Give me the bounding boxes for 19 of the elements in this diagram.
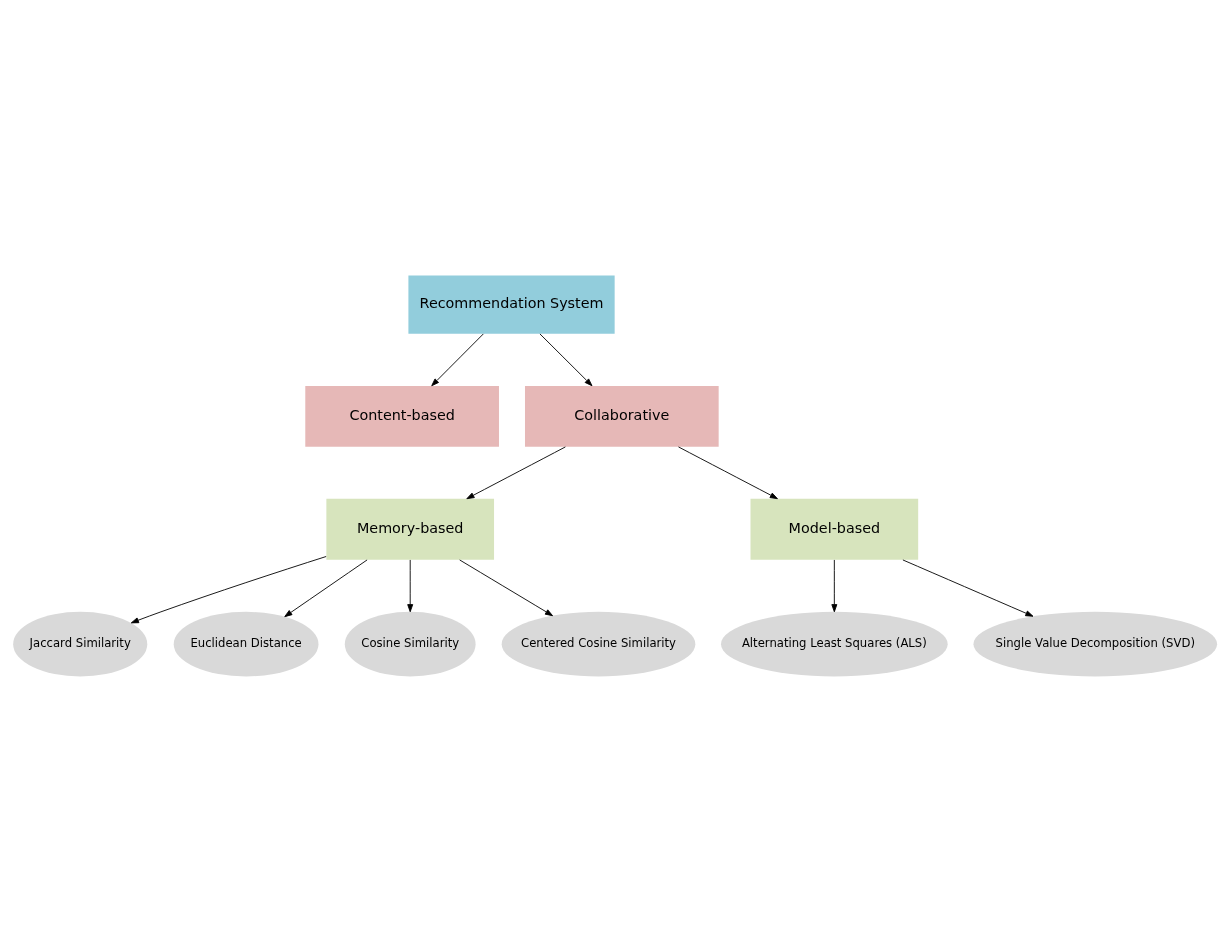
node-box: Memory-based <box>326 498 495 560</box>
arrow <box>284 559 368 617</box>
arrow <box>407 559 414 612</box>
arrow <box>539 332 593 386</box>
node-ellipse: Cosine Similarity <box>344 611 476 676</box>
arrow <box>466 445 566 499</box>
arrow <box>902 559 1034 617</box>
arrow <box>130 555 327 623</box>
node-box: Content-based <box>305 385 499 447</box>
arrow <box>431 332 484 386</box>
node-ellipse: Centered Cosine Similarity <box>501 611 696 676</box>
arrow <box>459 559 554 616</box>
node-box: Recommendation System <box>408 275 615 334</box>
node-ellipse: Jaccard Similarity <box>13 611 148 676</box>
node-box: Model-based <box>750 498 919 560</box>
node-box: Collaborative <box>525 385 719 447</box>
arrow <box>831 559 838 612</box>
arrow <box>678 445 778 499</box>
node-ellipse: Alternating Least Squares (ALS) <box>721 611 948 676</box>
